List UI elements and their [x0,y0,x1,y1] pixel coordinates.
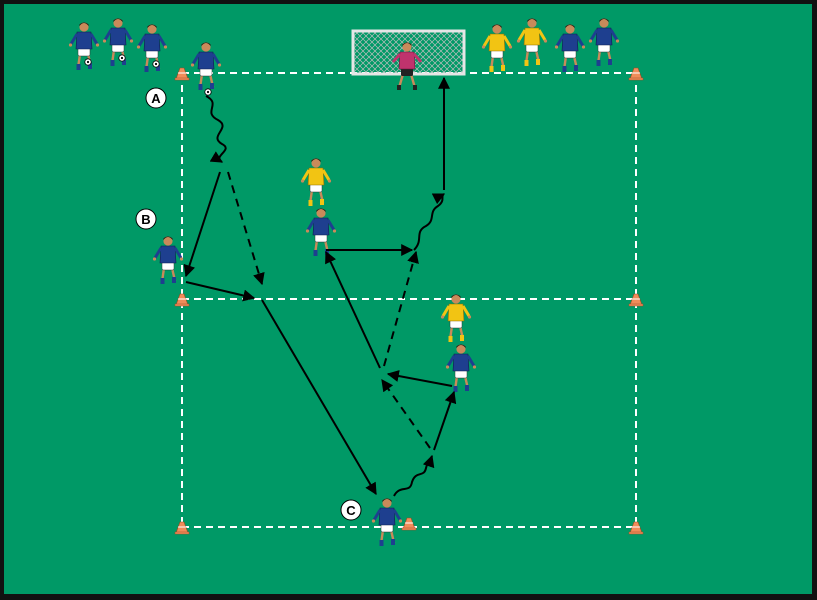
dribble-arrow [393,454,435,497]
label-a-text: A [151,91,161,106]
ball-icon [204,88,212,96]
run-arrow [227,171,265,286]
label-a: A [145,87,167,109]
pass-arrow [386,370,453,387]
ball-icon [84,58,92,66]
pitch-surface [4,4,812,594]
grid-lines [181,72,637,528]
dribble-arrow [413,193,446,251]
label-c: C [340,499,362,521]
dribble-arrow [205,95,227,163]
label-b-text: B [141,212,150,227]
pass-arrow [433,390,457,451]
ball-icon [152,60,160,68]
pass-arrow [185,281,256,302]
pass-arrow [261,299,377,496]
pass-arrow [183,171,221,278]
movement-arrows [183,76,457,497]
label-c-text: C [346,503,356,518]
run-arrow [383,250,419,367]
label-b: B [135,208,157,230]
ball-icon [118,54,126,62]
pass-arrow [325,250,381,369]
